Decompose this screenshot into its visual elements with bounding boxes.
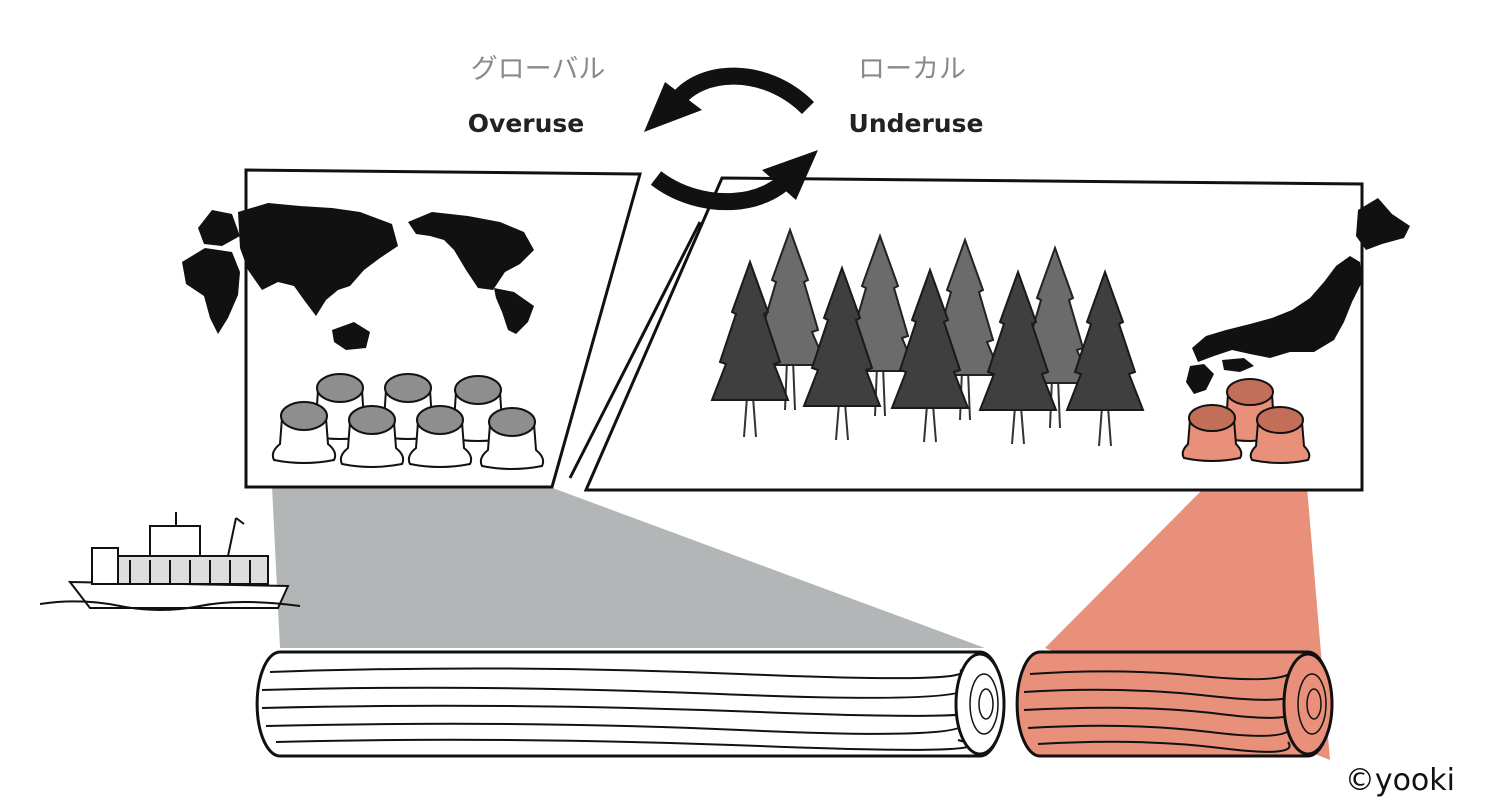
log-end-grain (1282, 652, 1334, 756)
japan-map-icon (1186, 198, 1410, 394)
credit-text: ©yooki (1345, 763, 1455, 798)
log-icon-local (1015, 650, 1334, 758)
global-funnel (272, 487, 985, 648)
tree (802, 265, 882, 441)
cargo-ship-icon (39, 512, 301, 611)
log-icon-global (255, 650, 1006, 758)
cycle-arrows-icon (644, 67, 818, 211)
tree-stump-icon (339, 405, 405, 468)
global-stumps (271, 373, 545, 470)
tree (978, 269, 1058, 445)
global-label-en: Overuse (468, 109, 584, 138)
tree (890, 267, 970, 443)
panel-gap-line (568, 221, 702, 479)
tree-stump-icon (1249, 406, 1311, 464)
tree (1065, 269, 1145, 447)
tree-stump-icon (407, 405, 473, 468)
local-label-en: Underuse (849, 109, 984, 138)
tree-stump-icon (271, 401, 337, 464)
tree-stump-icon (1181, 404, 1243, 462)
log-end-grain (954, 652, 1006, 756)
tree (752, 227, 828, 411)
global-label-jp: グローバル (471, 54, 606, 85)
local-label-jp: ローカル (858, 54, 966, 85)
local-stumps (1181, 378, 1311, 464)
tree (710, 259, 790, 438)
forest-icon (710, 227, 1145, 447)
tree-stump-icon (479, 407, 545, 470)
world-map-icon (182, 203, 534, 350)
